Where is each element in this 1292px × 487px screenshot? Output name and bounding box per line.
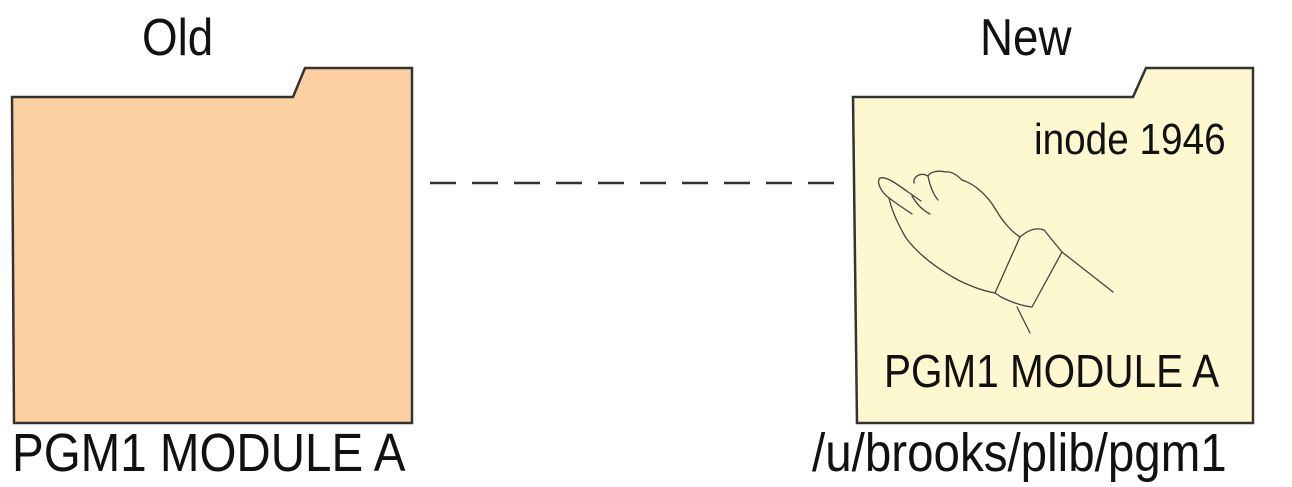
new-title: New: [980, 9, 1072, 67]
pointing-hand-icon: [877, 170, 1114, 334]
new-folder-content-label: PGM1 MODULE A: [884, 345, 1220, 397]
old-folder-icon: [10, 66, 414, 425]
new-folder-icon: [851, 66, 1255, 425]
new-folder-path: /u/brooks/plib/pgm1: [812, 423, 1227, 483]
old-folder-caption: PGM1 MODULE A: [12, 423, 406, 483]
inode-label: inode 1946: [1034, 115, 1226, 164]
old-title: Old: [142, 9, 214, 67]
